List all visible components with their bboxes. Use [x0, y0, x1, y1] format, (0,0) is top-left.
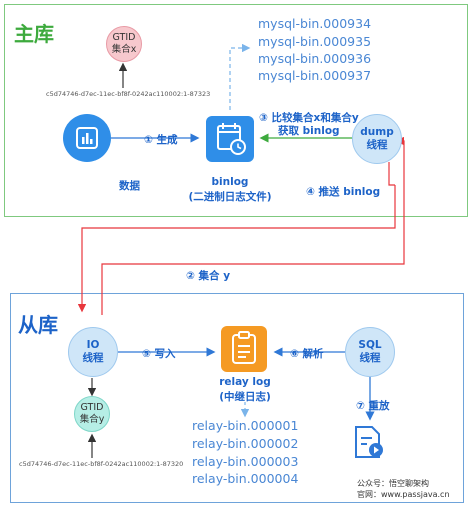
step-5-label: ⑤ 写入 — [142, 348, 176, 360]
io-thread-node: IO 线程 — [68, 327, 118, 377]
relay-file-4: relay-bin.000004 — [192, 471, 299, 486]
binlog-file-4: mysql-bin.000937 — [258, 68, 372, 83]
data-label: 数据 — [119, 180, 140, 192]
binlog-files-arrow — [229, 43, 251, 110]
data-node — [63, 114, 111, 162]
sql-line1: SQL — [358, 339, 382, 351]
primary-title: 主库 — [14, 22, 54, 46]
clipboard-icon — [232, 331, 256, 364]
gtid-x-line1: GTID — [112, 32, 136, 43]
binlog-file-1: mysql-bin.000934 — [258, 16, 372, 31]
relay-log-node — [221, 326, 267, 372]
push-to-io-line — [77, 185, 396, 313]
gtid-x-circle: GTID 集合x — [106, 26, 142, 62]
calendar-clock-icon — [217, 123, 246, 155]
footer-website: 官网：www.passjava.cn — [357, 490, 450, 499]
gtid-y-request-line — [101, 136, 405, 315]
step-6-label: ⑥ 解析 — [290, 348, 324, 360]
replica-title: 从库 — [18, 313, 58, 337]
primary-container — [4, 4, 468, 217]
gtid-y-line1: GTID — [80, 402, 104, 413]
document-play-icon — [355, 426, 383, 458]
relay-file-3: relay-bin.000003 — [192, 454, 299, 469]
binlog-node — [206, 116, 254, 162]
gtid-y-circle: GTID 集合y — [74, 396, 110, 432]
replay-node — [352, 424, 386, 460]
bar-chart-icon — [76, 127, 98, 149]
binlog-file-3: mysql-bin.000936 — [258, 51, 372, 66]
sql-thread-node: SQL 线程 — [345, 327, 395, 377]
gtid-x-value: c5d74746-d7ec-11ec-bf8f-0242ac110002:1-8… — [46, 90, 211, 98]
gtid-y-value: c5d74746-d7ec-11ec-bf8f-0242ac110002:1-8… — [19, 460, 184, 468]
relay-file-2: relay-bin.000002 — [192, 436, 299, 451]
binlog-label-2: (二进制日志文件) — [188, 191, 272, 203]
step-3-label-1: ③ 比较集合x和集合y — [259, 112, 359, 124]
relay-label-2: (中继日志) — [219, 391, 271, 403]
step-2-label: ② 集合 y — [186, 270, 231, 282]
io-line1: IO — [86, 339, 100, 351]
dump-line1: dump — [360, 126, 394, 138]
dump-thread-node: dump 线程 — [352, 114, 402, 164]
step-7-label: ⑦ 重放 — [356, 400, 390, 412]
footer-wechat: 公众号：悟空聊架构 — [357, 479, 429, 488]
sql-line2: 线程 — [359, 352, 381, 364]
push-binlog-line — [388, 162, 395, 186]
binlog-label-1: binlog — [211, 176, 249, 188]
gtid-x-line2: 集合x — [111, 44, 137, 55]
step-1-label: ① 生成 — [144, 134, 178, 146]
binlog-file-2: mysql-bin.000935 — [258, 34, 372, 49]
dump-line2: 线程 — [366, 139, 388, 151]
relay-file-1: relay-bin.000001 — [192, 418, 299, 433]
io-line2: 线程 — [82, 352, 104, 364]
relay-label-1: relay log — [219, 376, 271, 388]
step-4-label: ④ 推送 binlog — [306, 186, 381, 198]
step-3-label-2: 获取 binlog — [278, 125, 340, 137]
gtid-y-line2: 集合y — [79, 414, 105, 425]
